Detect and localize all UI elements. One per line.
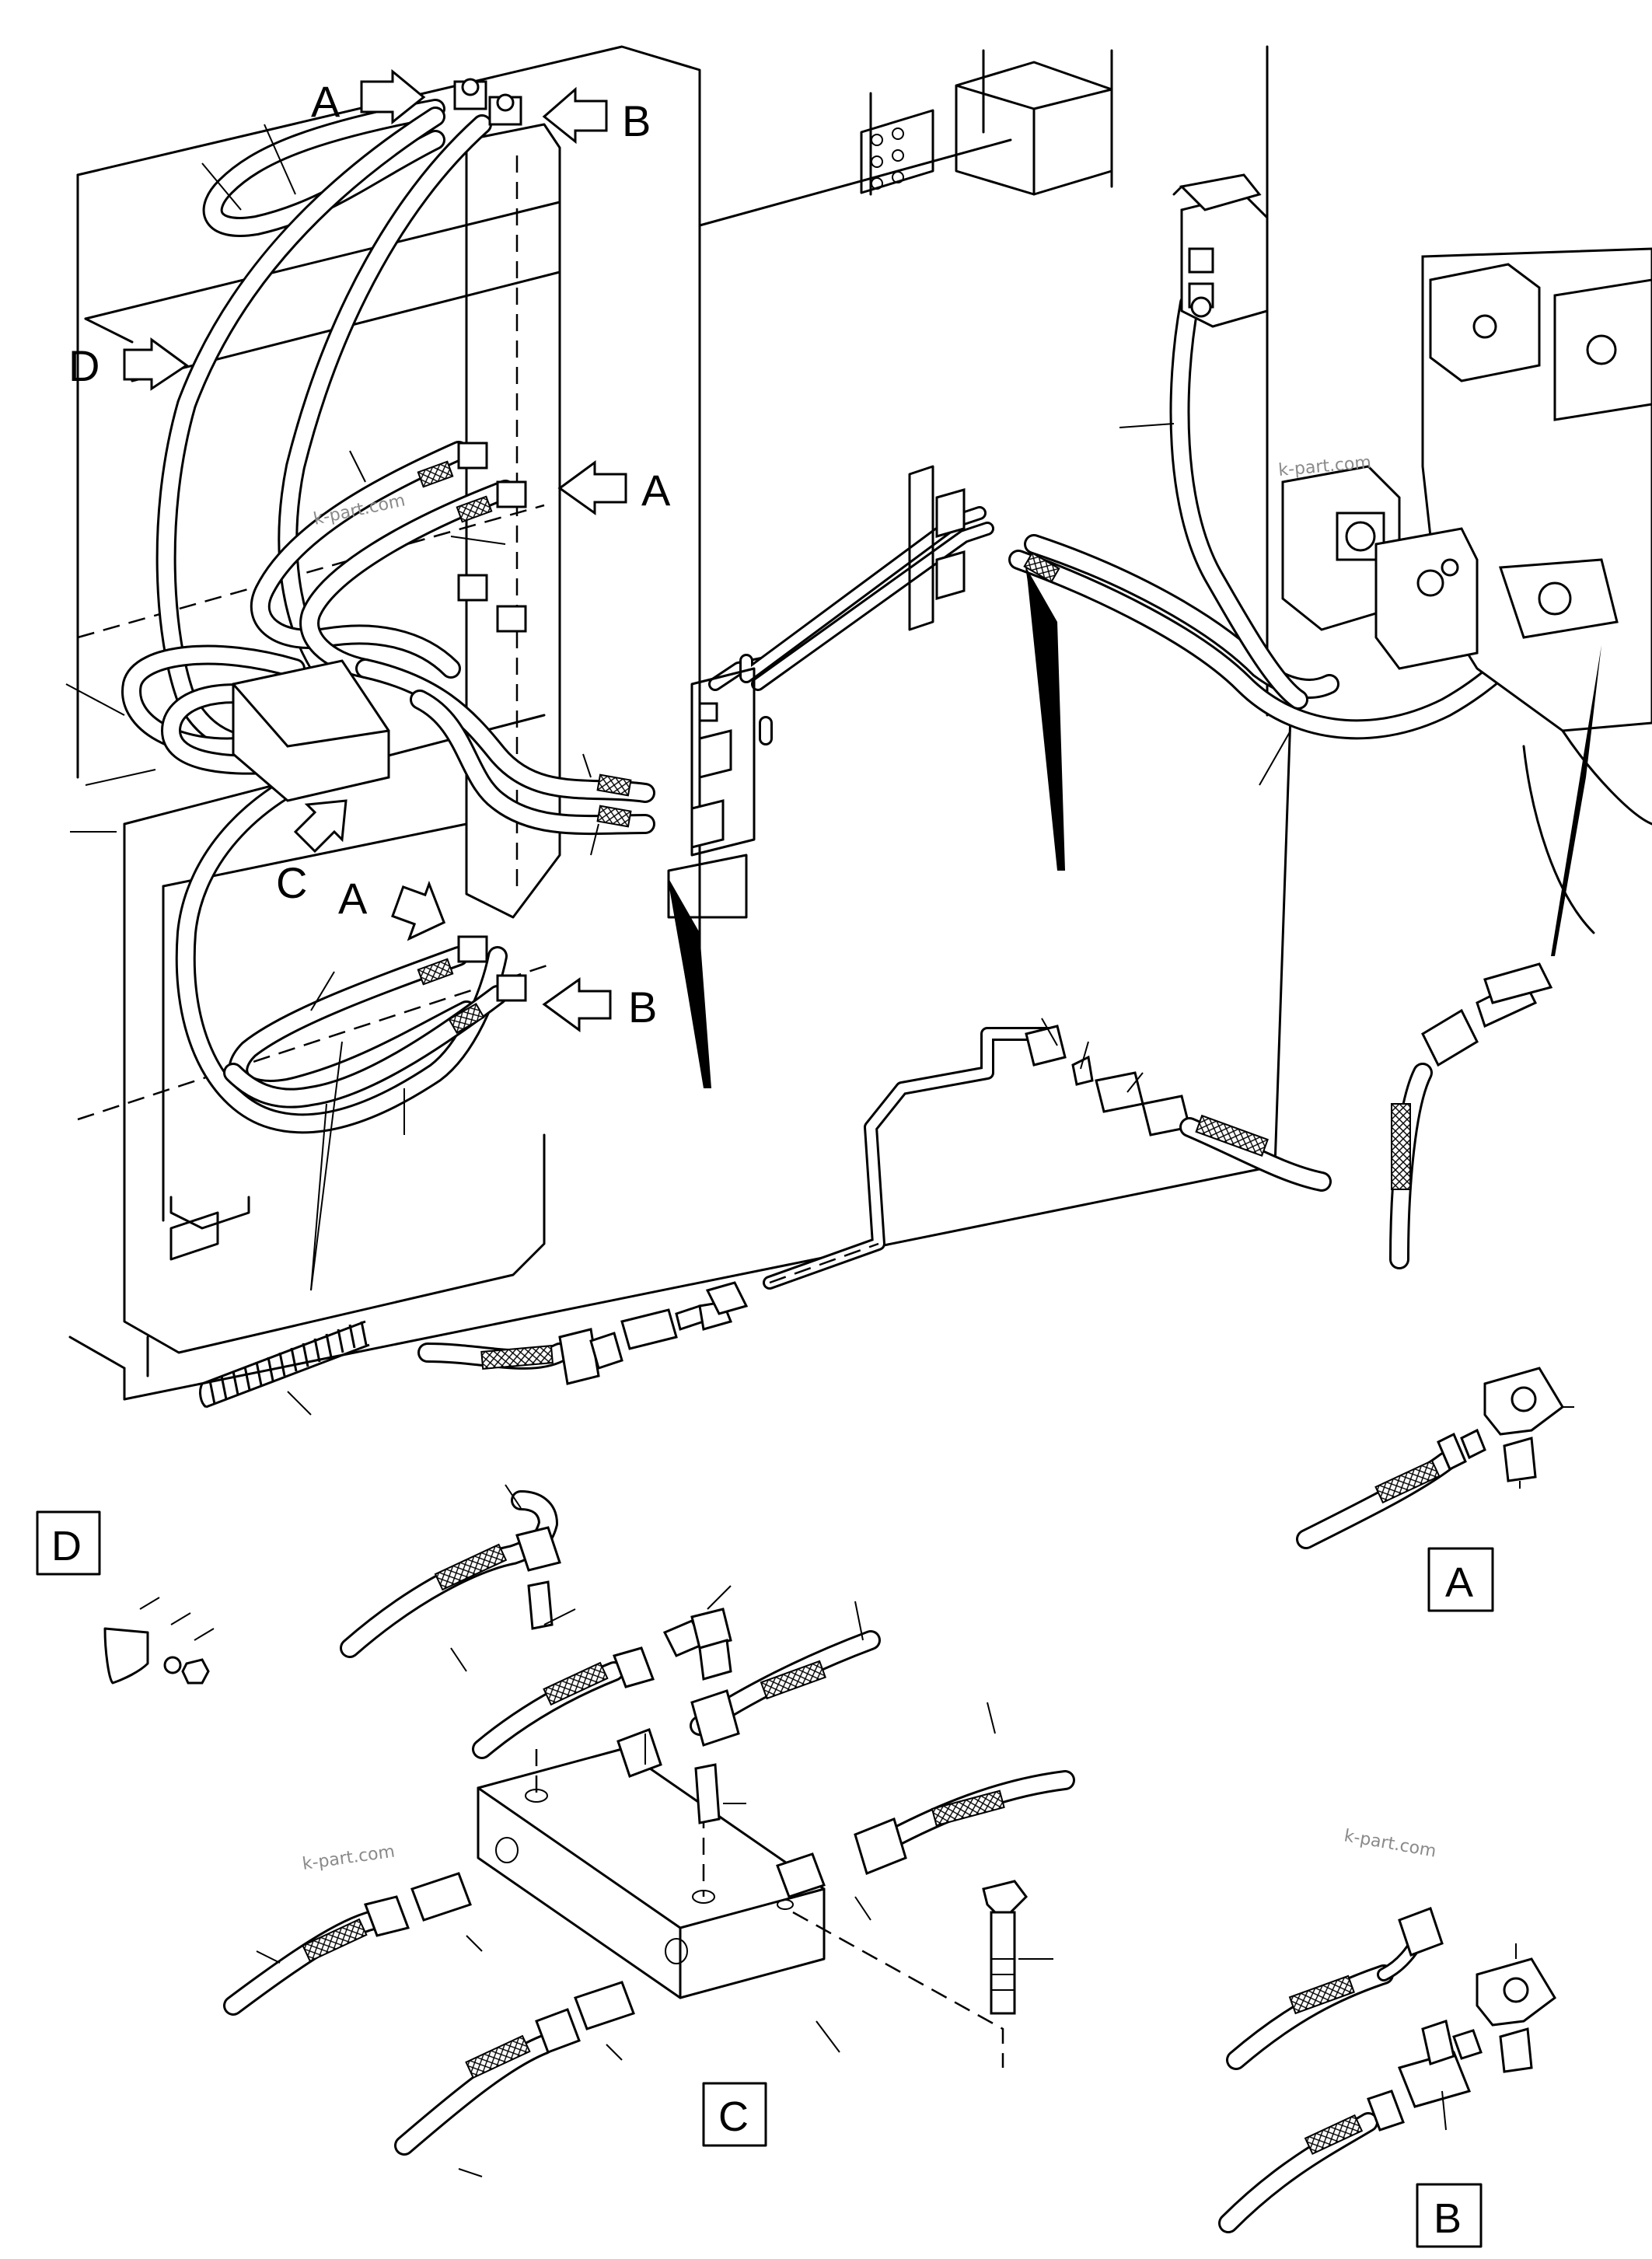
detail-c-label: C [718, 2093, 749, 2140]
detail-d-label: D [51, 1523, 82, 1569]
steel-tubes [739, 506, 994, 745]
view-letter-a-top: A [311, 77, 341, 126]
machine-frame [68, 45, 1292, 1401]
arrow-a-low [391, 880, 446, 941]
exploded-elbow-right [1389, 962, 1553, 1269]
hoses-main [121, 99, 1619, 1134]
detail-c: C [223, 1484, 1075, 2177]
detail-a-label: A [1445, 1559, 1473, 1606]
detail-c-box [702, 2082, 767, 2147]
valve-block [1172, 173, 1269, 328]
detail-b-box [1416, 2183, 1483, 2248]
arrow-a-mid [557, 460, 627, 515]
detail-a: A [1296, 1367, 1574, 1612]
view-letter-a-mid: A [641, 466, 671, 515]
arrow-b-top [542, 86, 608, 145]
watermark-3: k-part.com [301, 1842, 396, 1874]
view-letter-a-low: A [338, 874, 368, 923]
view-letter-b-low: B [628, 983, 657, 1032]
detail-pointers [668, 567, 1601, 1089]
mounting-brackets [232, 465, 966, 919]
detail-b: B [1218, 1907, 1556, 2248]
view-letter-b-top: B [622, 96, 651, 145]
detail-d-box [36, 1510, 101, 1576]
view-letters: A B D A C A B [68, 77, 671, 1032]
view-arrows [123, 68, 627, 1032]
detail-d: D [36, 1510, 215, 1685]
arrow-d [123, 337, 189, 391]
arrow-c [293, 799, 348, 854]
detail-b-label: B [1434, 2195, 1462, 2242]
exploded-tube-line [417, 1018, 1332, 1385]
view-letter-d: D [68, 341, 100, 390]
watermark-4: k-part.com [1343, 1826, 1437, 1861]
leader-lines [65, 124, 1291, 1291]
view-letter-c: C [276, 858, 307, 907]
detail-a-box [1427, 1547, 1494, 1612]
arrow-a-top [360, 68, 426, 125]
pump-assembly [1281, 247, 1652, 934]
arrow-b-low [542, 977, 612, 1032]
control-box-holes [871, 127, 904, 190]
cooler-fittings [417, 78, 1060, 1035]
spring-guard [199, 1320, 370, 1416]
